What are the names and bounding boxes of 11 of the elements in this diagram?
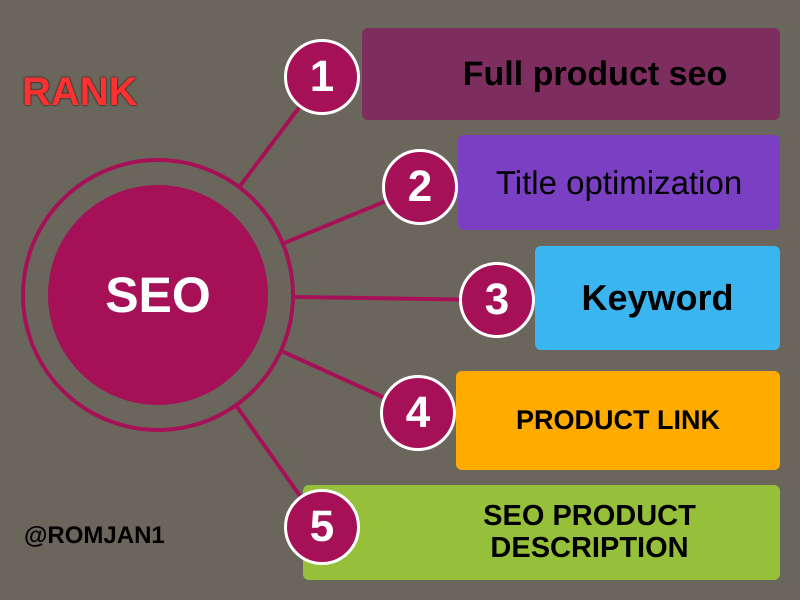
author-handle: @ROMJAN1 [24, 521, 165, 551]
connector-line [238, 106, 301, 187]
step-bar: PRODUCT LINK [456, 371, 780, 470]
connector-line [282, 350, 384, 400]
connector-line [294, 295, 460, 302]
hub-ring [21, 158, 295, 432]
step-bar: Keyword [535, 246, 780, 350]
heading-text: RANK [22, 72, 138, 112]
step-bar: Title optimization [458, 135, 780, 230]
connector-line [235, 406, 302, 498]
step-bar: Full product seo [362, 28, 780, 120]
